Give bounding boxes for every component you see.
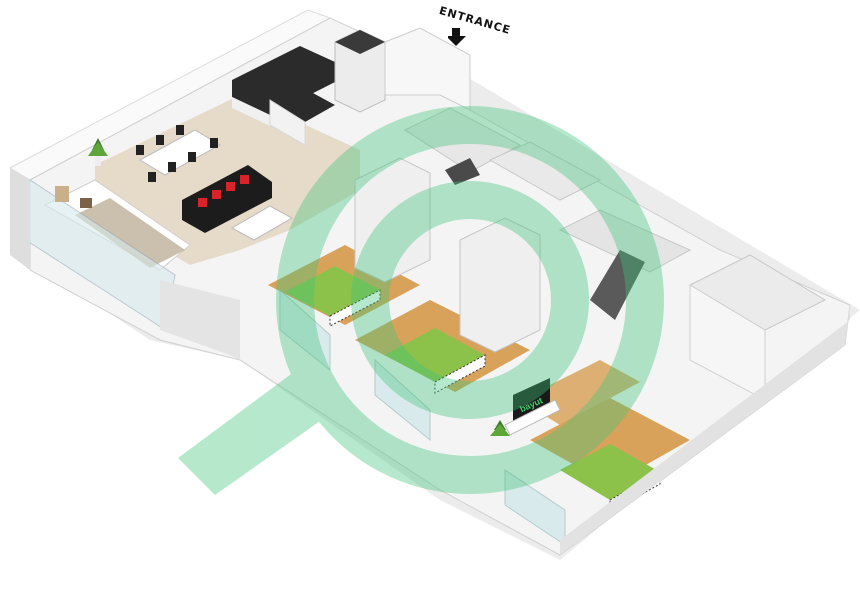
dining-chairs: [136, 125, 218, 182]
dining-table: [138, 129, 222, 176]
coffee-table: [230, 205, 294, 241]
bathroom-2: [488, 141, 602, 201]
entrance-door-wall: [384, 27, 471, 111]
kitchen-island-front: [269, 99, 306, 146]
sofa: [182, 165, 272, 233]
bed-2: [385, 328, 486, 394]
sofa-cushions: [198, 175, 249, 207]
bayut-watermark-icon: [178, 106, 664, 495]
kitchen-island: [270, 86, 335, 122]
balcony-checker-floor: [75, 198, 185, 268]
bathroom-1-dark-floor: [445, 158, 480, 185]
kitchen-counter-front: [232, 97, 270, 126]
tv-cabinet: [504, 399, 561, 436]
kitchen-counter: [232, 46, 335, 115]
balcony-chair: [55, 186, 92, 208]
refrigerator-top: [335, 30, 385, 54]
bathroom-1: [403, 107, 522, 173]
wardrobe-1: [354, 157, 431, 283]
wardrobe-2: [459, 217, 541, 353]
outer-wall-bottom-face: [160, 280, 240, 360]
bedroom-3-floor: [530, 398, 690, 485]
outer-wall-right-face: [560, 305, 850, 555]
laundry-dark-floor: [590, 250, 645, 320]
bedroom-2-glass: [374, 358, 431, 442]
plant-icon: [88, 138, 108, 166]
bed-1: [285, 266, 381, 327]
plant-icon: [490, 420, 510, 436]
outer-wall-left-face: [10, 168, 30, 270]
entrance-arrow-icon: [448, 28, 466, 46]
bedroom-1-glass: [279, 288, 331, 372]
